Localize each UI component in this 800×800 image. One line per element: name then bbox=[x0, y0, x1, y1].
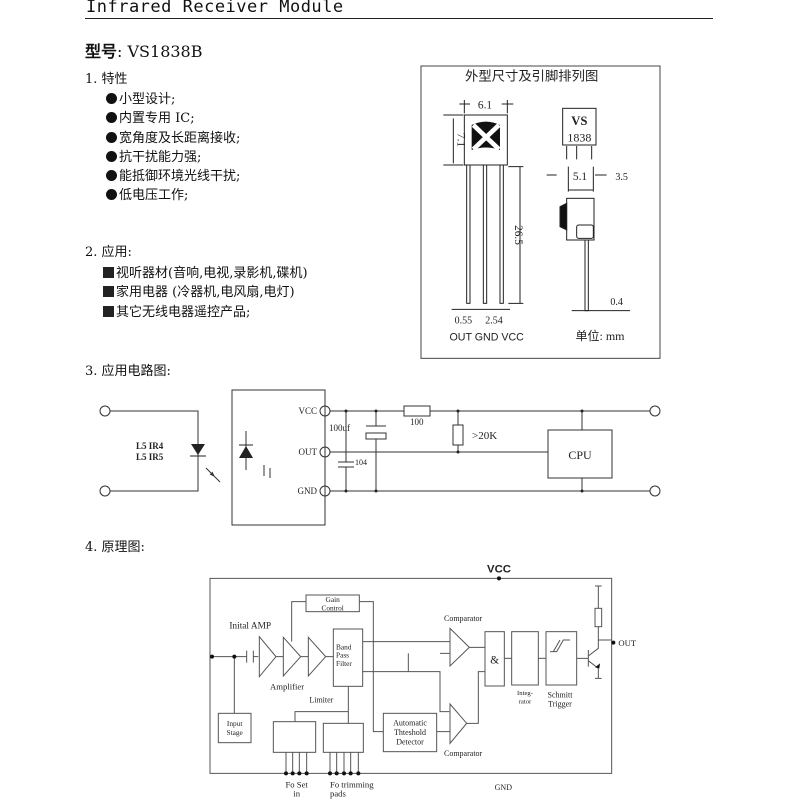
integrator-label-1: Integ- bbox=[517, 690, 533, 697]
junction-dots bbox=[210, 576, 616, 776]
capacitor-label-100uf: 100uf bbox=[329, 423, 350, 433]
gnd-pin-label: GND bbox=[298, 486, 318, 496]
resistor-label-100: 100 bbox=[410, 417, 424, 427]
fo-trim-label-2: pads bbox=[330, 789, 346, 799]
bullet-icon bbox=[106, 151, 117, 162]
drawing-title: 外型尺寸及引脚排列图 bbox=[465, 69, 598, 84]
led-label-2: L5 IR5 bbox=[136, 452, 164, 462]
out-pin-label: OUT bbox=[299, 447, 318, 457]
lead-length-dimension: 26.5 bbox=[512, 225, 524, 245]
feature-text: 宽角度及长距离接收; bbox=[119, 131, 241, 146]
feature-item: 抗干扰能力强; bbox=[106, 146, 201, 165]
side-width-dimension: 5.1 bbox=[573, 171, 587, 183]
height-dimension: 7.1 bbox=[454, 133, 466, 147]
input-stage-label-2: Stage bbox=[227, 728, 243, 737]
feature-item: 内置专用 IC; bbox=[106, 107, 195, 126]
features-heading: 1. 特性 bbox=[85, 72, 128, 87]
feature-text: 能抵御环境光线干扰; bbox=[119, 169, 241, 184]
input-stage-label-1: Input bbox=[227, 719, 242, 728]
schmitt-label-1: Schmitt bbox=[548, 690, 574, 699]
capacitor-label-104: 104 bbox=[355, 458, 367, 467]
pin-order-label: OUT GND VCC bbox=[449, 332, 524, 344]
bpf-label-2: Pass bbox=[336, 651, 349, 660]
application-text: 视听器材(音响,电视,录影机,碟机) bbox=[116, 266, 308, 281]
application-circuit: L5 IR4 L5 IR5 VCC OUT GND 100uf 104 100 … bbox=[99, 389, 661, 526]
schmitt-label-2: Trigger bbox=[548, 700, 572, 709]
bpf-label-3: Filter bbox=[336, 659, 352, 668]
comparator-bottom-label: Comparator bbox=[444, 749, 483, 758]
diode-icons bbox=[190, 409, 584, 493]
pin-pitch-dimension: 2.54 bbox=[485, 315, 503, 326]
bullet-icon bbox=[106, 170, 117, 181]
bullet-icon bbox=[106, 132, 117, 143]
feature-item: 低电压工作; bbox=[106, 184, 188, 203]
gain-control-label-2: Control bbox=[321, 604, 343, 613]
feature-text: 抗干扰能力强; bbox=[119, 150, 202, 165]
block-diagram-heading: 4. 原理图: bbox=[85, 540, 145, 555]
gnd-label: GND bbox=[495, 783, 513, 792]
top-view bbox=[562, 107, 597, 160]
model-line: 型号: VS1838B bbox=[85, 38, 203, 62]
application-item: 视听器材(音响,电视,录影机,碟机) bbox=[103, 262, 308, 281]
front-view bbox=[443, 100, 524, 310]
bpf-label-1: Band bbox=[336, 642, 352, 651]
model-separator: : bbox=[117, 42, 128, 61]
bullet-icon bbox=[106, 93, 117, 104]
vcc-pin-label: VCC bbox=[298, 406, 317, 416]
bullet-icon bbox=[106, 189, 117, 200]
width-dimension: 6.1 bbox=[478, 99, 492, 111]
cpu-label: CPU bbox=[568, 448, 592, 462]
feature-text: 内置专用 IC; bbox=[119, 111, 195, 126]
marking-vs: VS bbox=[571, 114, 587, 128]
feature-text: 小型设计; bbox=[119, 92, 176, 107]
bullet-icon bbox=[106, 112, 117, 123]
pin-width-dimension: 0.55 bbox=[455, 315, 473, 326]
fo-set-label-2: in bbox=[293, 789, 300, 799]
model-value: VS1838B bbox=[127, 42, 203, 61]
initial-amp-label: Inital AMP bbox=[229, 621, 271, 631]
vcc-label: VCC bbox=[487, 564, 511, 576]
integrator-label-2: rator bbox=[519, 698, 532, 705]
comparator-top-label: Comparator bbox=[444, 614, 483, 623]
side-depth-dimension: 3.5 bbox=[615, 172, 628, 183]
pullup-resistor-label: >20K bbox=[472, 430, 497, 442]
atd-label-2: Thteshold bbox=[394, 728, 426, 737]
model-label: 型号 bbox=[85, 42, 118, 61]
application-item: 其它无线电器遥控产品; bbox=[103, 301, 250, 320]
title-divider bbox=[85, 18, 713, 19]
fo-set-label-1: Fo Set bbox=[285, 779, 308, 789]
limiter-label: Limiter bbox=[309, 696, 333, 705]
block-diagram: VCC OUT GND Inital AMP Amplifier Limiter… bbox=[209, 564, 637, 799]
application-item: 家用电器 (冷器机,电风扇,电灯) bbox=[103, 281, 295, 300]
applications-heading: 2. 应用: bbox=[85, 245, 132, 260]
square-bullet-icon bbox=[103, 286, 114, 297]
out-label: OUT bbox=[618, 638, 637, 648]
side-view bbox=[546, 166, 630, 312]
unit-label: 单位: mm bbox=[575, 328, 625, 343]
amplifier-label: Amplifier bbox=[270, 681, 304, 691]
feature-text: 低电压工作; bbox=[119, 188, 189, 203]
feature-item: 能抵御环境光线干扰; bbox=[106, 165, 240, 184]
circuit-heading: 3. 应用电路图: bbox=[85, 364, 171, 379]
square-bullet-icon bbox=[103, 306, 114, 317]
atd-label-3: Detector bbox=[396, 737, 424, 746]
and-gate-label: & bbox=[490, 654, 499, 666]
feature-item: 宽角度及长距离接收; bbox=[106, 127, 240, 146]
application-text: 其它无线电器遥控产品; bbox=[116, 305, 251, 320]
fo-trim-label-1: Fo trimming bbox=[330, 779, 374, 789]
feature-item: 小型设计; bbox=[106, 88, 175, 107]
x-mark-icon bbox=[471, 121, 501, 152]
square-bullet-icon bbox=[103, 267, 114, 278]
lead-thickness-dimension: 0.4 bbox=[610, 297, 623, 308]
atd-label-1: Automatic bbox=[393, 719, 427, 728]
led-label-1: L5 IR4 bbox=[136, 441, 164, 451]
gain-control-label-1: Gain bbox=[326, 595, 341, 604]
drawing-frame bbox=[420, 65, 661, 359]
document-title: Infrared Receiver Module bbox=[86, 0, 344, 17]
marking-1838: 1838 bbox=[567, 131, 591, 145]
application-text: 家用电器 (冷器机,电风扇,电灯) bbox=[116, 285, 295, 300]
package-dimension-drawing: 外型尺寸及引脚排列图 6.1 7.1 26.5 0.55 2.54 OUT GN… bbox=[420, 65, 661, 359]
